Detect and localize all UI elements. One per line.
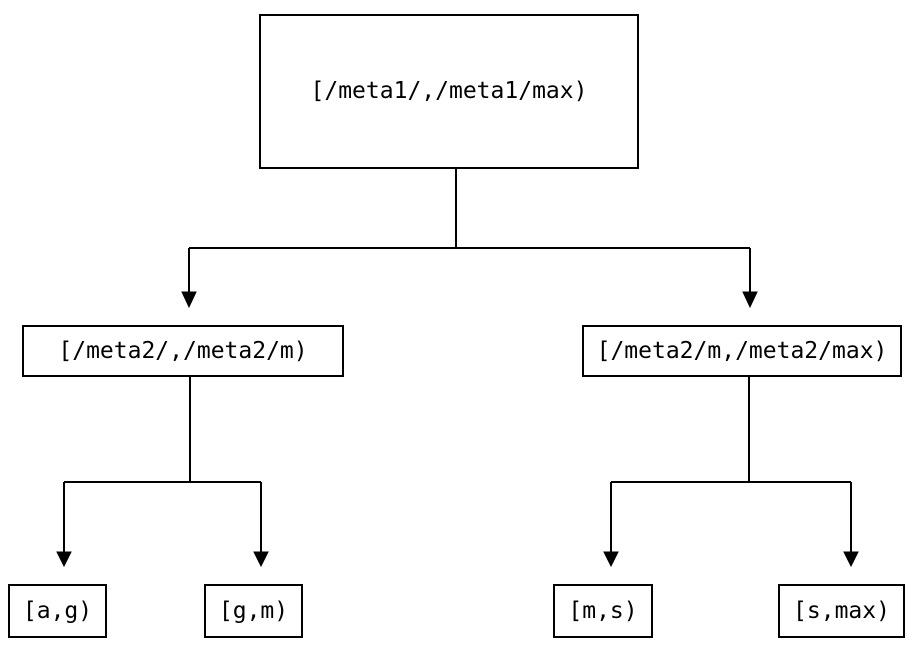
tree-node-leaf-ms: [m,s) — [553, 584, 653, 638]
tree-node-leaf-smax: [s,max) — [778, 584, 905, 638]
arrowhead-icon — [742, 291, 758, 309]
edge-right-to-leaves — [610, 377, 852, 552]
arrowhead-icon — [181, 291, 197, 309]
tree-node-leaf-ag: [a,g) — [8, 584, 107, 638]
arrowhead-icon — [253, 551, 269, 568]
tree-node-root: [/meta1/,/meta1/max) — [259, 14, 639, 169]
edge-root-to-children — [188, 168, 751, 292]
arrowhead-icon — [56, 551, 72, 568]
tree-node-leaf-gm: [g,m) — [204, 584, 303, 638]
tree-node-meta2-right: [/meta2/m,/meta2/max) — [582, 325, 902, 377]
tree-node-meta2-left: [/meta2/,/meta2/m) — [22, 325, 344, 377]
arrowhead-icon — [603, 551, 619, 568]
edge-left-to-leaves — [63, 377, 262, 552]
arrowhead-icon — [843, 551, 859, 568]
